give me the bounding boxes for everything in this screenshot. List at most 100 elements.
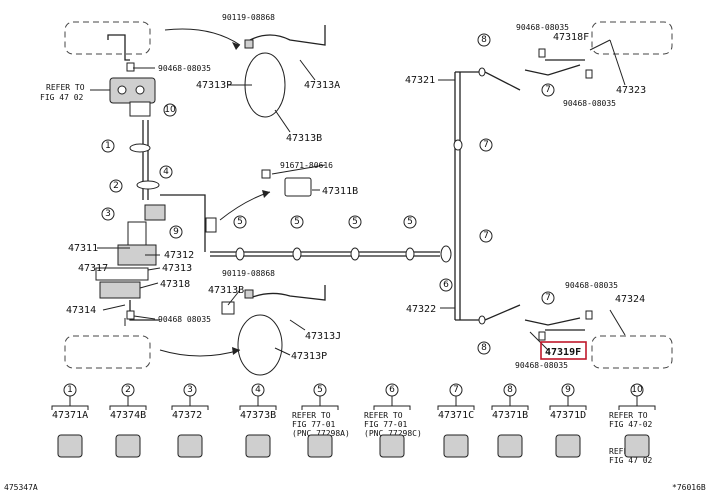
legend-part-sketch bbox=[57, 434, 83, 458]
label-47318: 47318 bbox=[160, 279, 190, 290]
diagram-index-circles: 10 1 2 3 4 9 5 5 5 5 6 8 7 7 7 7 8 bbox=[101, 33, 555, 355]
legend-index-number: 10 bbox=[631, 385, 643, 395]
svg-text:5: 5 bbox=[294, 217, 300, 227]
label-90468-tr: 90468-08035 bbox=[516, 23, 569, 32]
legend-index-number: 5 bbox=[317, 385, 323, 395]
highlight-box bbox=[540, 341, 587, 360]
legend-text: 47371C bbox=[438, 410, 474, 421]
label-47323: 47323 bbox=[616, 85, 646, 96]
svg-text:5: 5 bbox=[352, 217, 358, 227]
legend-part-sketch bbox=[307, 434, 333, 458]
legend-text: 47371D bbox=[550, 410, 586, 421]
tube-clamps bbox=[235, 67, 486, 325]
legend-part-sketch bbox=[245, 434, 271, 458]
wheel-outlines bbox=[64, 21, 673, 369]
label-47324: 47324 bbox=[615, 294, 645, 305]
label-47322: 47322 bbox=[406, 304, 436, 315]
legend-item-7: 7 47371C bbox=[437, 383, 475, 458]
label-47313: 47313 bbox=[162, 263, 192, 274]
footer-right-code: *76016B bbox=[672, 483, 706, 492]
label-47318F: 47318F bbox=[553, 32, 589, 43]
label-47319F: 47319F bbox=[545, 347, 581, 358]
svg-text:10: 10 bbox=[164, 105, 176, 115]
label-90119-bot: 90119-08868 bbox=[222, 269, 275, 278]
legend-part-sketch bbox=[177, 434, 203, 458]
leader-lines bbox=[90, 39, 626, 356]
legend-text: 47373B bbox=[240, 410, 276, 421]
label-refer-to: REFER TO bbox=[46, 83, 85, 92]
label-90468-br2: 90468-08035 bbox=[515, 361, 568, 370]
legend-index-number: 1 bbox=[67, 385, 73, 395]
legend-text: (PNC 77298C) bbox=[364, 429, 422, 438]
label-90468-tr2: 90468-08035 bbox=[563, 99, 616, 108]
legend-part-sketch bbox=[115, 434, 141, 458]
label-47313B-bot: 47313B bbox=[208, 285, 244, 296]
svg-text:5: 5 bbox=[407, 217, 413, 227]
legend-index-number: 3 bbox=[187, 385, 193, 395]
label-90119-top: 90119-08868 bbox=[222, 13, 275, 22]
legend-part-sketch bbox=[497, 434, 523, 458]
label-47313B-top: 47313B bbox=[286, 133, 322, 144]
legend-index-number: 9 bbox=[565, 385, 571, 395]
svg-text:8: 8 bbox=[481, 343, 487, 353]
label-47311: 47311 bbox=[68, 243, 98, 254]
legend-text: REFER TO bbox=[609, 411, 648, 420]
legend-index-number: 4 bbox=[255, 385, 261, 395]
legend-text: FIG 77-01 bbox=[364, 420, 408, 429]
part-labels: 90119-08868 90468-08035 REFER TO FIG 47 … bbox=[40, 13, 646, 370]
label-47312: 47312 bbox=[164, 250, 194, 261]
label-47313A: 47313A bbox=[304, 80, 340, 91]
legend-text: 47372 bbox=[172, 410, 202, 421]
label-91671: 91671-80616 bbox=[280, 161, 333, 170]
direction-arrows bbox=[159, 28, 271, 357]
svg-text:4: 4 bbox=[163, 167, 169, 177]
legend-item-8: 8 47371B bbox=[491, 383, 529, 458]
label-fig-4702: FIG 47 02 bbox=[40, 93, 84, 102]
legend-text: 47371B bbox=[492, 410, 528, 421]
svg-text:3: 3 bbox=[105, 209, 111, 219]
legend-part-sketch bbox=[555, 434, 581, 458]
legend-part-sketch bbox=[443, 434, 469, 458]
front-disc-rotors bbox=[237, 52, 286, 376]
legend-index-number: 6 bbox=[389, 385, 395, 395]
svg-text:5: 5 bbox=[237, 217, 243, 227]
left-assembly bbox=[95, 77, 235, 326]
legend-index-number: 8 bbox=[507, 385, 513, 395]
legend-text: REFER TO bbox=[292, 411, 331, 420]
legend-text: (PNC 77298A) bbox=[292, 429, 350, 438]
footer-left-code: 475347A bbox=[4, 483, 38, 492]
legend-text: 47371A bbox=[52, 410, 88, 421]
label-90468-tl: 90468-08035 bbox=[158, 64, 211, 73]
label-90468-mid: 90468 08035 bbox=[158, 315, 211, 324]
svg-text:8: 8 bbox=[481, 35, 487, 45]
label-47313P-bot: 47313P bbox=[291, 351, 327, 362]
legend-text: FIG 47-02 bbox=[609, 420, 653, 429]
legend-text: REFER TO bbox=[364, 411, 403, 420]
svg-text:7: 7 bbox=[545, 85, 551, 95]
label-47317: 47317 bbox=[78, 263, 108, 274]
legend-item-1: 1 47371A bbox=[51, 383, 89, 458]
legend-item-3: 3 47372 bbox=[171, 383, 209, 458]
svg-text:2: 2 bbox=[113, 181, 119, 191]
legend-text: FIG 47 02 bbox=[609, 456, 653, 465]
label-47314: 47314 bbox=[66, 305, 96, 316]
svg-text:7: 7 bbox=[483, 140, 489, 150]
svg-text:7: 7 bbox=[545, 293, 551, 303]
label-47313J: 47313J bbox=[305, 331, 341, 342]
label-90468-br: 90468-08035 bbox=[565, 281, 618, 290]
label-47311B: 47311B bbox=[322, 186, 358, 197]
legend-index-number: 7 bbox=[453, 385, 459, 395]
svg-text:7: 7 bbox=[483, 231, 489, 241]
legend-item-9: 9 47371D bbox=[549, 383, 587, 458]
svg-text:6: 6 bbox=[443, 280, 449, 290]
legend-text: 47374B bbox=[110, 410, 146, 421]
legend-part-sketch bbox=[379, 434, 405, 458]
label-47321: 47321 bbox=[405, 75, 435, 86]
svg-text:9: 9 bbox=[173, 227, 179, 237]
